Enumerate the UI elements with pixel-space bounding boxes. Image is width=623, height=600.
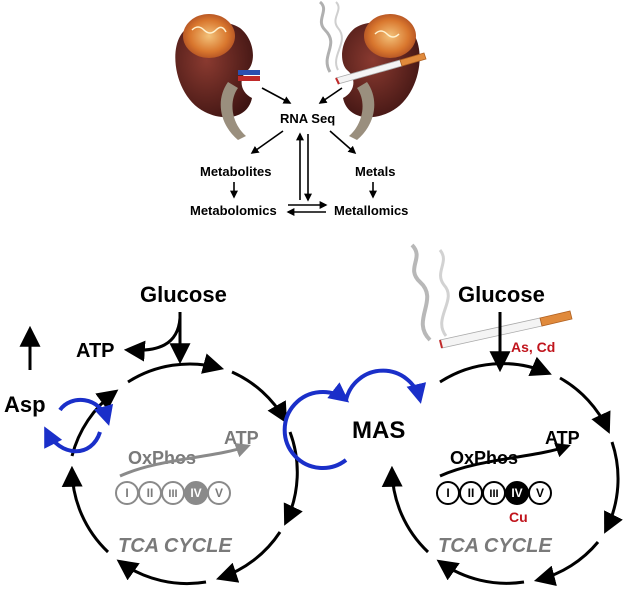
oxphos-label: OxPhos [128, 448, 196, 468]
tca-cycle-ring [61, 353, 303, 586]
complex-v: V [528, 481, 552, 505]
arsenic-cadmium-label: As, Cd [511, 339, 555, 355]
complex-v: V [207, 481, 231, 505]
glucose-label: Glucose [140, 282, 227, 307]
atp-side-label: ATP [224, 428, 259, 448]
cigarette-icon [335, 52, 427, 85]
complex-i: I [115, 481, 139, 505]
tca-cycle-label: TCA CYCLE [118, 535, 232, 557]
complex-i: I [436, 481, 460, 505]
smoke-icon [410, 243, 450, 342]
atp-top-label: ATP [76, 340, 115, 362]
svg-text:I: I [446, 486, 449, 500]
svg-text:III: III [168, 488, 177, 500]
tumor-icon [364, 14, 416, 58]
rna-seq-label: RNA Seq [280, 111, 335, 126]
complex-iii: III [482, 481, 506, 505]
glucose-label: Glucose [458, 282, 545, 307]
asp-label: Asp [4, 392, 46, 417]
svg-text:II: II [147, 486, 154, 500]
right-panel: Glucose As, Cd MAS OxPhos ATP I II III I… [282, 243, 623, 586]
metabolites-label: Metabolites [200, 164, 272, 179]
metals-label: Metals [355, 164, 395, 179]
complex-ii: II [138, 481, 162, 505]
complexes-row: I II III IV V [115, 481, 231, 505]
atp-side-label: ATP [545, 428, 580, 448]
metabolomics-label: Metabolomics [190, 203, 277, 218]
complex-iv: IV [505, 481, 529, 505]
complexes-row: I II III IV V [436, 481, 552, 505]
cigarette-icon [439, 310, 573, 349]
svg-text:II: II [468, 486, 475, 500]
metallomics-label: Metallomics [334, 203, 408, 218]
mas-label: MAS [352, 417, 405, 444]
complex-iv: IV [184, 481, 208, 505]
oxphos-label: OxPhos [450, 448, 518, 468]
svg-text:V: V [215, 486, 223, 500]
tumor-icon [183, 14, 235, 58]
svg-text:I: I [125, 486, 128, 500]
smoke-icon [318, 0, 343, 73]
complex-ii: II [459, 481, 483, 505]
svg-text:III: III [489, 488, 498, 500]
svg-text:IV: IV [190, 486, 201, 500]
left-panel: Glucose ATP Asp OxPhos ATP I II III IV V [4, 282, 303, 586]
copper-label: Cu [509, 509, 528, 525]
complex-iii: III [161, 481, 185, 505]
svg-text:V: V [536, 486, 544, 500]
tca-cycle-ring [381, 356, 623, 586]
svg-text:IV: IV [511, 486, 522, 500]
tca-cycle-label: TCA CYCLE [438, 535, 552, 557]
